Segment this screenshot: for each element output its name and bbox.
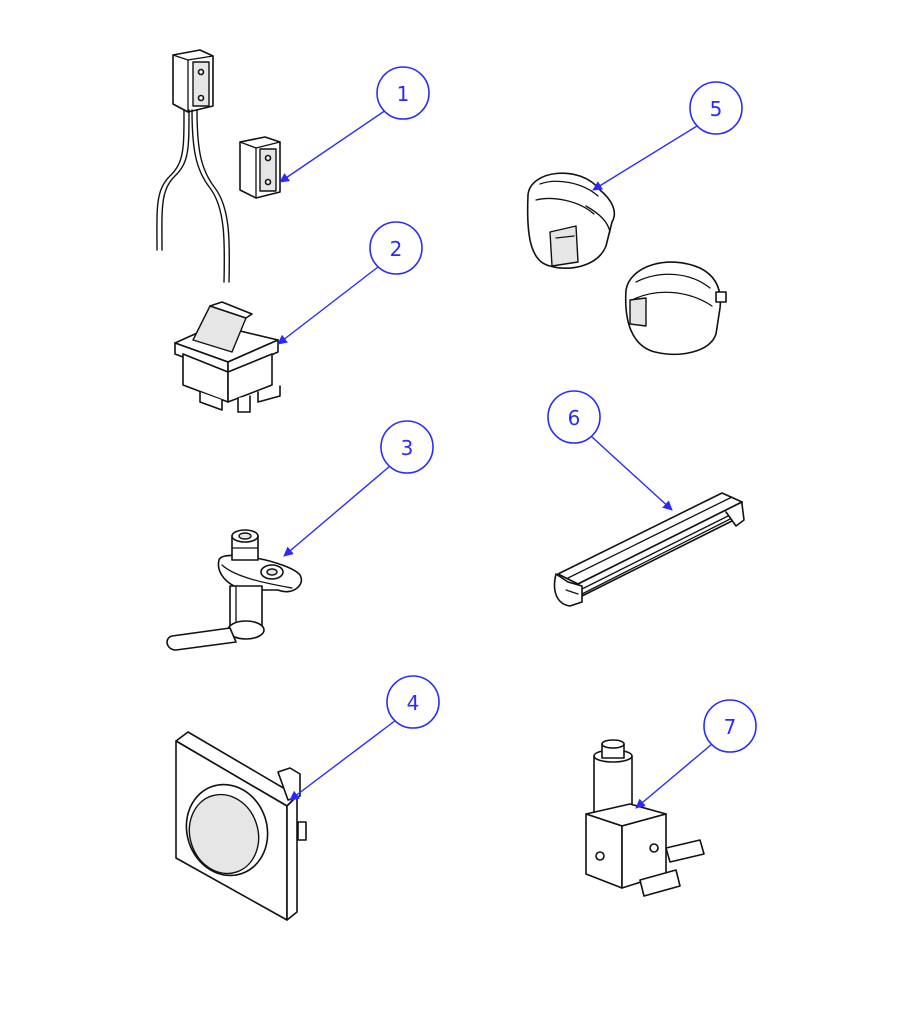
callout-3: 3 xyxy=(283,420,434,557)
callout-7-label: 7 xyxy=(724,715,737,739)
part-6-profile-strip xyxy=(553,492,745,607)
callout-4-circle xyxy=(386,675,440,729)
callout-6-label: 6 xyxy=(568,406,581,430)
callout-1-circle xyxy=(376,66,430,120)
callout-2-label: 2 xyxy=(390,237,403,261)
callout-4: 4 xyxy=(289,675,440,801)
part-2-rocker-switch xyxy=(174,301,281,413)
part-7-micro-switch xyxy=(585,739,705,897)
callout-4-label: 4 xyxy=(407,691,420,715)
callout-5-label: 5 xyxy=(710,97,723,121)
callout-7: 7 xyxy=(635,699,757,809)
callout-3-leader xyxy=(283,465,391,557)
callout-3-label: 3 xyxy=(401,436,414,460)
callout-1-label: 1 xyxy=(397,82,410,106)
callout-6-leader xyxy=(591,436,673,511)
callout-7-circle xyxy=(703,699,757,753)
callout-7-leader xyxy=(635,743,713,809)
callout-5-leader xyxy=(592,125,698,191)
callout-5-circle xyxy=(689,81,743,135)
callout-1: 1 xyxy=(279,66,430,183)
callout-5: 5 xyxy=(592,81,743,191)
part-3-lock xyxy=(166,529,303,651)
callout-6: 6 xyxy=(547,390,673,511)
callout-6-circle xyxy=(547,390,601,444)
callout-2: 2 xyxy=(277,221,423,345)
callout-2-leader xyxy=(277,266,379,345)
callout-2-circle xyxy=(369,221,423,275)
callout-4-leader xyxy=(289,719,397,801)
part-5-hinge-caps xyxy=(526,172,727,356)
part-4-button-bezel xyxy=(175,731,307,921)
callout-1-leader xyxy=(279,109,387,183)
part-1-reed-switch xyxy=(156,49,281,283)
callout-3-circle xyxy=(380,420,434,474)
